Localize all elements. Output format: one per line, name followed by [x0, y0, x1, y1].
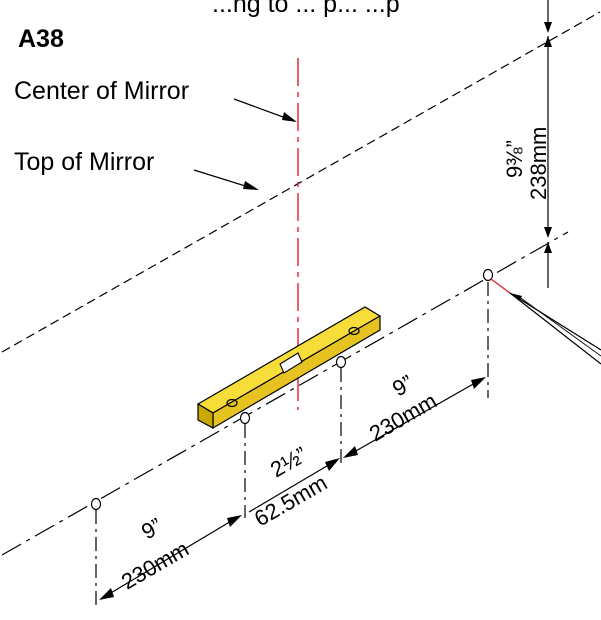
- spirit-level-icon: [196, 306, 382, 430]
- drill-hole-mark-icon: [482, 268, 494, 282]
- center-offset-dimension: 2½” 62.5mm: [248, 442, 340, 531]
- top-of-mirror-label: Top of Mirror: [14, 148, 154, 176]
- vertical-dim-mm: 238mm: [526, 127, 551, 200]
- left-spacing-inches: 9”: [137, 513, 166, 544]
- header-fragment: ...ng to ... p... ...p: [212, 0, 400, 18]
- left-spacing-mm: 230mm: [117, 536, 193, 594]
- drill-hole-mark-icon: [239, 411, 251, 425]
- drill-hole-mark-icon: [335, 355, 347, 369]
- center-offset-mm: 62.5mm: [250, 470, 331, 531]
- drill-hole-mark-icon: [90, 497, 102, 511]
- extension-lines: [95, 282, 489, 608]
- vertical-dimension: 9⅜” 238mm: [502, 0, 552, 288]
- center-offset-inches: 2½”: [266, 442, 311, 483]
- vertical-dim-inches: 9⅜”: [502, 140, 527, 178]
- right-spacing-dimension: 9” 230mm: [343, 370, 486, 458]
- pencil-icon: [490, 278, 601, 365]
- mounting-hole-line: [1, 231, 569, 556]
- step-label: A38: [18, 25, 64, 53]
- top-of-mirror-arrowhead: [243, 181, 259, 190]
- center-of-mirror-arrowhead: [282, 112, 297, 122]
- top-of-mirror-line: [1, 11, 601, 353]
- left-spacing-dimension: 9” 230mm: [99, 513, 242, 600]
- center-of-mirror-label: Center of Mirror: [14, 77, 189, 105]
